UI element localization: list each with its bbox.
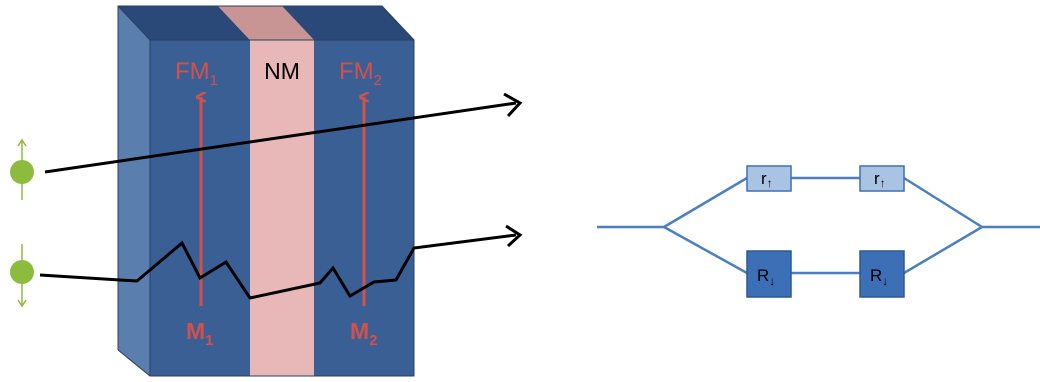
svg-text:R↓: R↓ [870, 266, 888, 288]
svg-text:r↑: r↑ [874, 169, 886, 190]
m2-label: M2 [350, 318, 378, 349]
spin-down-electron-icon [10, 244, 34, 308]
spin-down-trajectory [39, 224, 523, 300]
spin-up-trajectory [44, 92, 523, 174]
fm1-top-face [118, 6, 250, 40]
svg-text:r↑: r↑ [761, 169, 773, 190]
resistor-r-up-right: r↑ [859, 165, 905, 192]
fm1-label: FM1 [175, 58, 218, 89]
m1-label: M1 [186, 318, 214, 349]
resistor-r-down-right: R↓ [859, 250, 905, 298]
resistor-network [597, 176, 1040, 275]
nm-label: NM [264, 58, 300, 84]
resistor-r-down-left: R↓ [746, 250, 792, 298]
nm-layer [250, 40, 314, 376]
multilayer-stack: FM1 NM FM2 M1 M2 [117, 5, 415, 377]
stack-side-face [118, 6, 150, 376]
resistor-r-up-left: r↑ [746, 165, 792, 192]
spin-up-electron-icon [10, 138, 34, 200]
stack-outline [117, 5, 415, 377]
fm2-top-face [282, 6, 414, 40]
fm2-label: FM2 [339, 58, 382, 89]
svg-text:R↓: R↓ [757, 266, 775, 288]
